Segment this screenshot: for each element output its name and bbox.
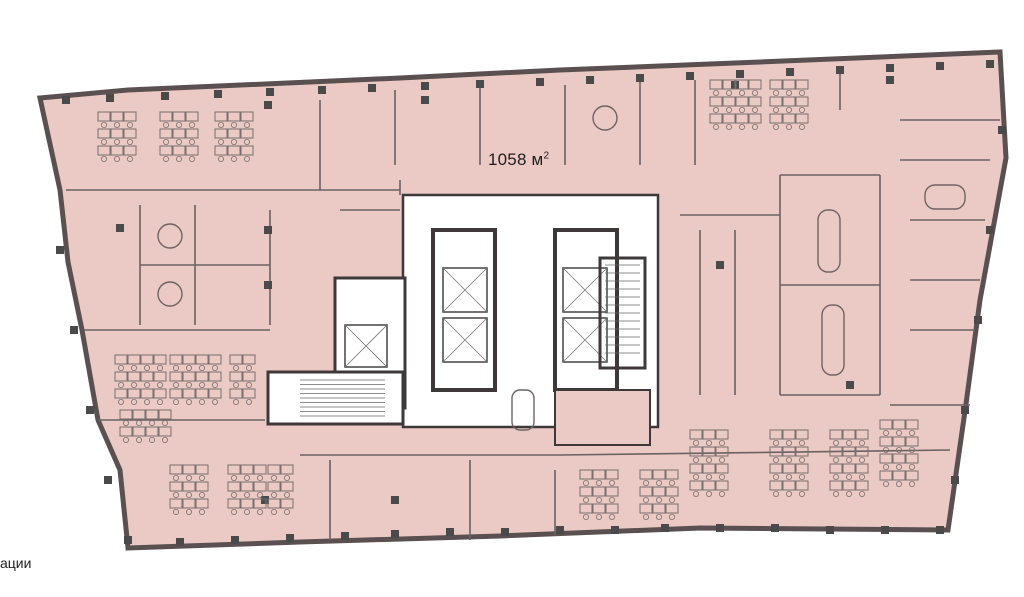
desk-cluster [119, 409, 172, 443]
column-marker [231, 536, 239, 544]
column-marker [961, 406, 969, 414]
column-marker [936, 526, 944, 534]
desk-cluster [579, 469, 619, 521]
column-marker [116, 224, 124, 232]
column-marker [771, 524, 779, 532]
column-marker [421, 96, 429, 104]
stairs [300, 264, 640, 417]
column-marker [836, 66, 844, 74]
column-marker [974, 316, 982, 324]
desk-cluster [97, 111, 137, 162]
column-marker [176, 538, 184, 546]
column-marker [686, 72, 694, 80]
desk-cluster [169, 464, 209, 515]
column-marker [986, 226, 994, 234]
column-marker [536, 78, 544, 86]
desk-cluster [169, 354, 222, 405]
desk-cluster [829, 429, 869, 497]
column-marker [446, 528, 454, 536]
column-marker [368, 84, 376, 92]
column-marker [391, 530, 399, 538]
column-marker [636, 74, 644, 82]
desk-cluster [229, 354, 256, 405]
column-marker [661, 524, 669, 532]
desk-cluster [709, 79, 762, 131]
column-marker [214, 90, 222, 98]
column-marker [104, 476, 112, 484]
desk-clusters [97, 79, 919, 521]
column-marker [736, 70, 744, 78]
column-marker [56, 246, 64, 254]
desk-cluster [267, 464, 294, 515]
column-marker [70, 326, 78, 334]
column-marker [264, 101, 272, 109]
column-marker [786, 68, 794, 76]
partition-walls [66, 70, 1000, 540]
column-marker [86, 406, 94, 414]
column-marker [421, 82, 429, 90]
column-marker [286, 534, 294, 542]
column-marker [261, 496, 269, 504]
column-marker [986, 60, 994, 68]
column-marker [391, 496, 399, 504]
column-marker [476, 80, 484, 88]
desk-cluster [879, 419, 919, 487]
column-marker [951, 476, 959, 484]
meeting-tables [157, 105, 966, 431]
desk-cluster [639, 469, 679, 521]
column-marker [556, 526, 564, 534]
desk-cluster [159, 111, 199, 162]
column-marker [341, 532, 349, 540]
desk-cluster [769, 79, 809, 131]
structural-columns [56, 60, 1006, 546]
desk-cluster [214, 111, 254, 162]
caption-text: ации [0, 555, 32, 571]
column-marker [501, 528, 509, 536]
column-marker [998, 126, 1006, 134]
desk-cluster [227, 464, 267, 515]
desk-cluster [769, 429, 809, 497]
desk-cluster [689, 429, 729, 497]
column-marker [62, 96, 70, 104]
column-marker [124, 536, 132, 544]
column-marker [611, 526, 619, 534]
column-marker [318, 86, 326, 94]
column-marker [586, 76, 594, 84]
column-marker [846, 381, 854, 389]
column-marker [264, 226, 272, 234]
floor-area-label: 1058 м2 [488, 150, 550, 169]
column-marker [266, 88, 274, 96]
column-marker [886, 76, 894, 84]
column-marker [264, 281, 272, 289]
column-marker [886, 64, 894, 72]
column-marker [826, 526, 834, 534]
column-marker [106, 94, 114, 102]
column-marker [716, 524, 724, 532]
desk-cluster [114, 354, 167, 405]
column-marker [161, 92, 169, 100]
column-marker [881, 526, 889, 534]
column-marker [936, 62, 944, 70]
column-marker [716, 261, 724, 269]
